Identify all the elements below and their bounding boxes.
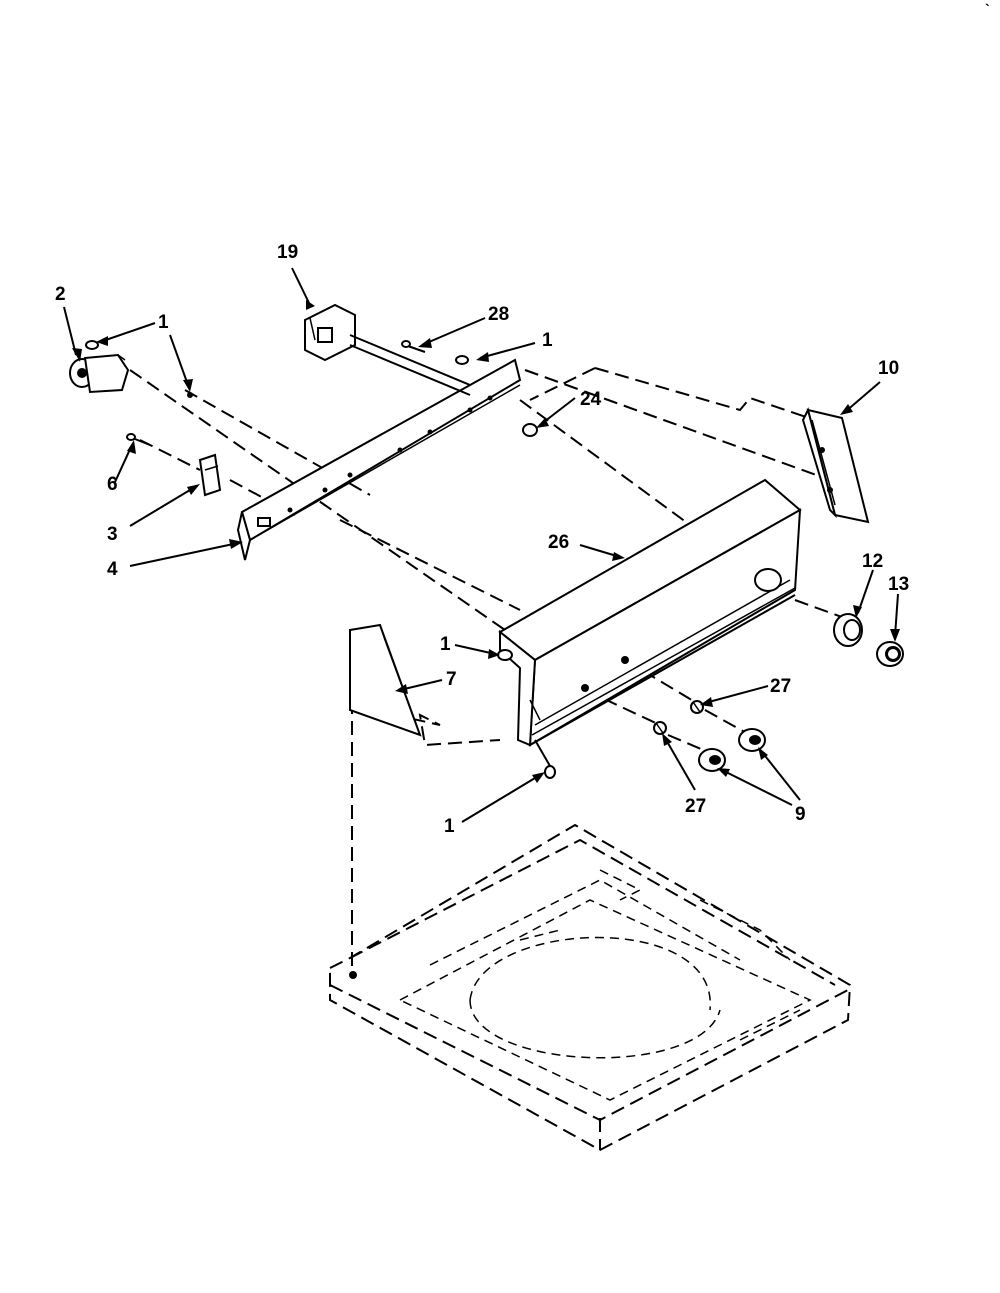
control-bracket	[236, 358, 522, 561]
callout-27-lower: 27	[685, 796, 706, 817]
callout-28: 28	[488, 304, 509, 325]
callout-10: 10	[878, 358, 899, 379]
callout-9: 9	[795, 804, 806, 825]
console-panel	[498, 478, 802, 747]
callout-6: 6	[107, 474, 118, 495]
callout-26: 26	[548, 532, 569, 553]
callout-12: 12	[862, 551, 883, 572]
callout-1-bottom: 1	[444, 816, 455, 837]
knob-13	[876, 641, 904, 667]
knob-9-lower	[698, 748, 726, 772]
leader-lines	[63, 267, 900, 823]
corner-mark: `	[985, 1, 990, 17]
alignment-lines	[129, 367, 851, 756]
callout-labels: 19 2 1 28 1 10 24 6 3 4 26 12 13 1 7 27 …	[55, 242, 909, 837]
callout-1-top-right: 1	[542, 330, 553, 351]
callout-27-upper: 27	[770, 676, 791, 697]
screws	[85, 340, 556, 779]
part-19-bracket	[304, 303, 471, 396]
callout-2: 2	[55, 284, 66, 305]
knob-12	[833, 613, 863, 647]
clip-27-lower	[653, 721, 667, 735]
part-2-switch	[69, 353, 130, 394]
callout-19: 19	[277, 242, 298, 263]
callout-7: 7	[446, 669, 457, 690]
callout-1-top-left: 1	[158, 312, 169, 333]
callout-3: 3	[107, 524, 118, 545]
knob-9-upper	[738, 728, 766, 752]
cabinet-top-outline	[329, 823, 852, 1152]
callout-4: 4	[107, 559, 118, 580]
clip-27-upper	[690, 700, 704, 714]
callout-13: 13	[888, 574, 909, 595]
part-10-end-cap	[801, 407, 870, 524]
callout-1-mid: 1	[440, 634, 451, 655]
part-7-end-cap	[349, 623, 422, 737]
callout-24: 24	[580, 389, 602, 410]
